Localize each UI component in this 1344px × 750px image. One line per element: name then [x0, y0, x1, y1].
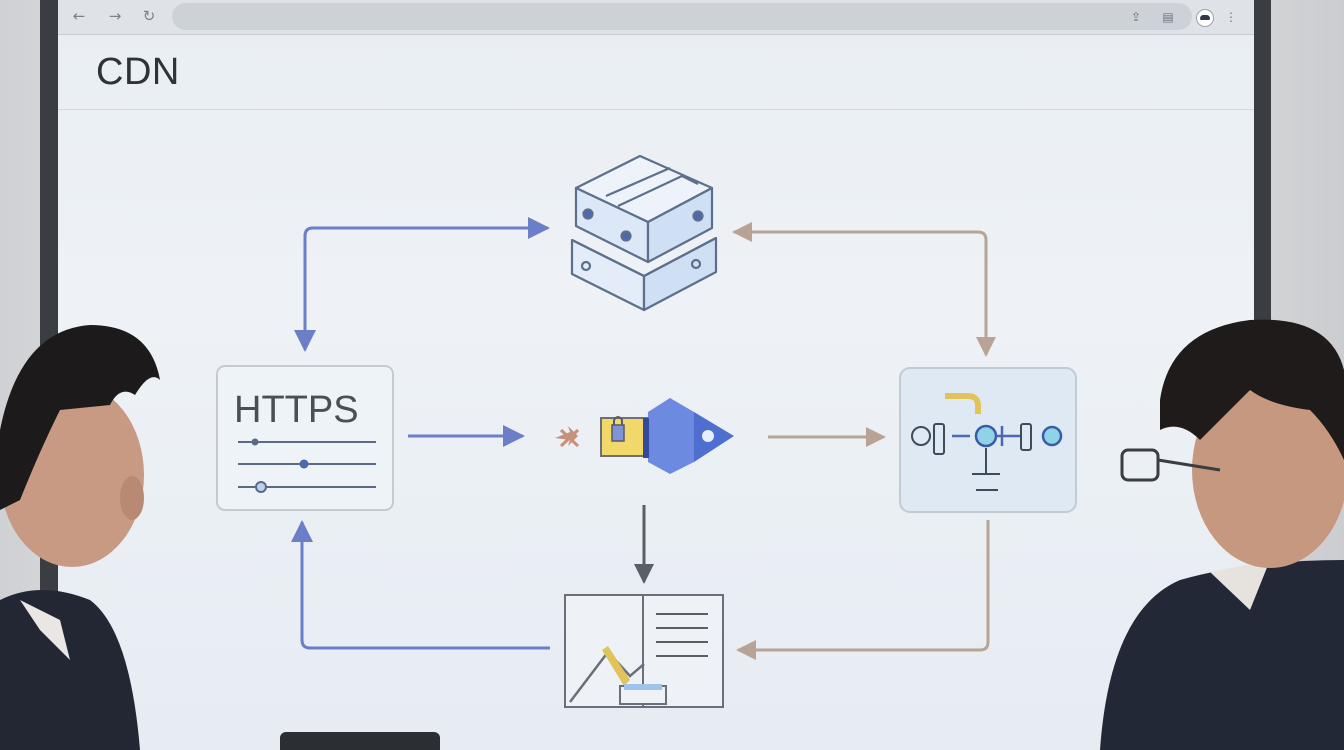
image-document-icon: [564, 594, 724, 708]
laptop-edge: [280, 732, 440, 750]
browser-window: ← → ↻ ⇪ ▤ ⋮ CDN: [58, 0, 1254, 750]
page-header: CDN: [58, 35, 1254, 110]
edge-box: [899, 367, 1077, 513]
more-menu-icon[interactable]: ⋮: [1225, 10, 1237, 24]
arrow-https-to-server: [303, 217, 550, 350]
secure-connection-icon: [555, 398, 734, 474]
browser-toolbar: ← → ↻ ⇪ ▤ ⋮: [58, 0, 1254, 35]
arrow-edge-to-server: [732, 222, 988, 340]
arrow-right-icon[interactable]: →: [108, 7, 122, 25]
network-pipeline-icon: [911, 393, 1063, 491]
server-stack-icon: [570, 154, 718, 312]
person-left-silhouette: [0, 325, 160, 750]
profile-avatar[interactable]: [1196, 9, 1214, 27]
eyeglasses-icon: [1120, 448, 1221, 482]
page-title: CDN: [96, 51, 180, 93]
person-right-silhouette: [1100, 319, 1344, 750]
reload-icon[interactable]: ↻: [142, 7, 156, 25]
sliders-icon: [238, 438, 376, 493]
https-label: HTTPS: [234, 389, 359, 431]
https-box: HTTPS: [216, 365, 394, 511]
arrow-left-icon[interactable]: ←: [72, 7, 86, 25]
arrow-edge-to-content: [736, 520, 990, 660]
address-bar[interactable]: [172, 3, 1192, 30]
reading-list-icon[interactable]: ▤: [1162, 10, 1174, 24]
arrow-content-to-https: [291, 520, 550, 650]
cdn-diagram: HTTPS: [216, 154, 1077, 708]
share-icon[interactable]: ⇪: [1130, 10, 1142, 24]
